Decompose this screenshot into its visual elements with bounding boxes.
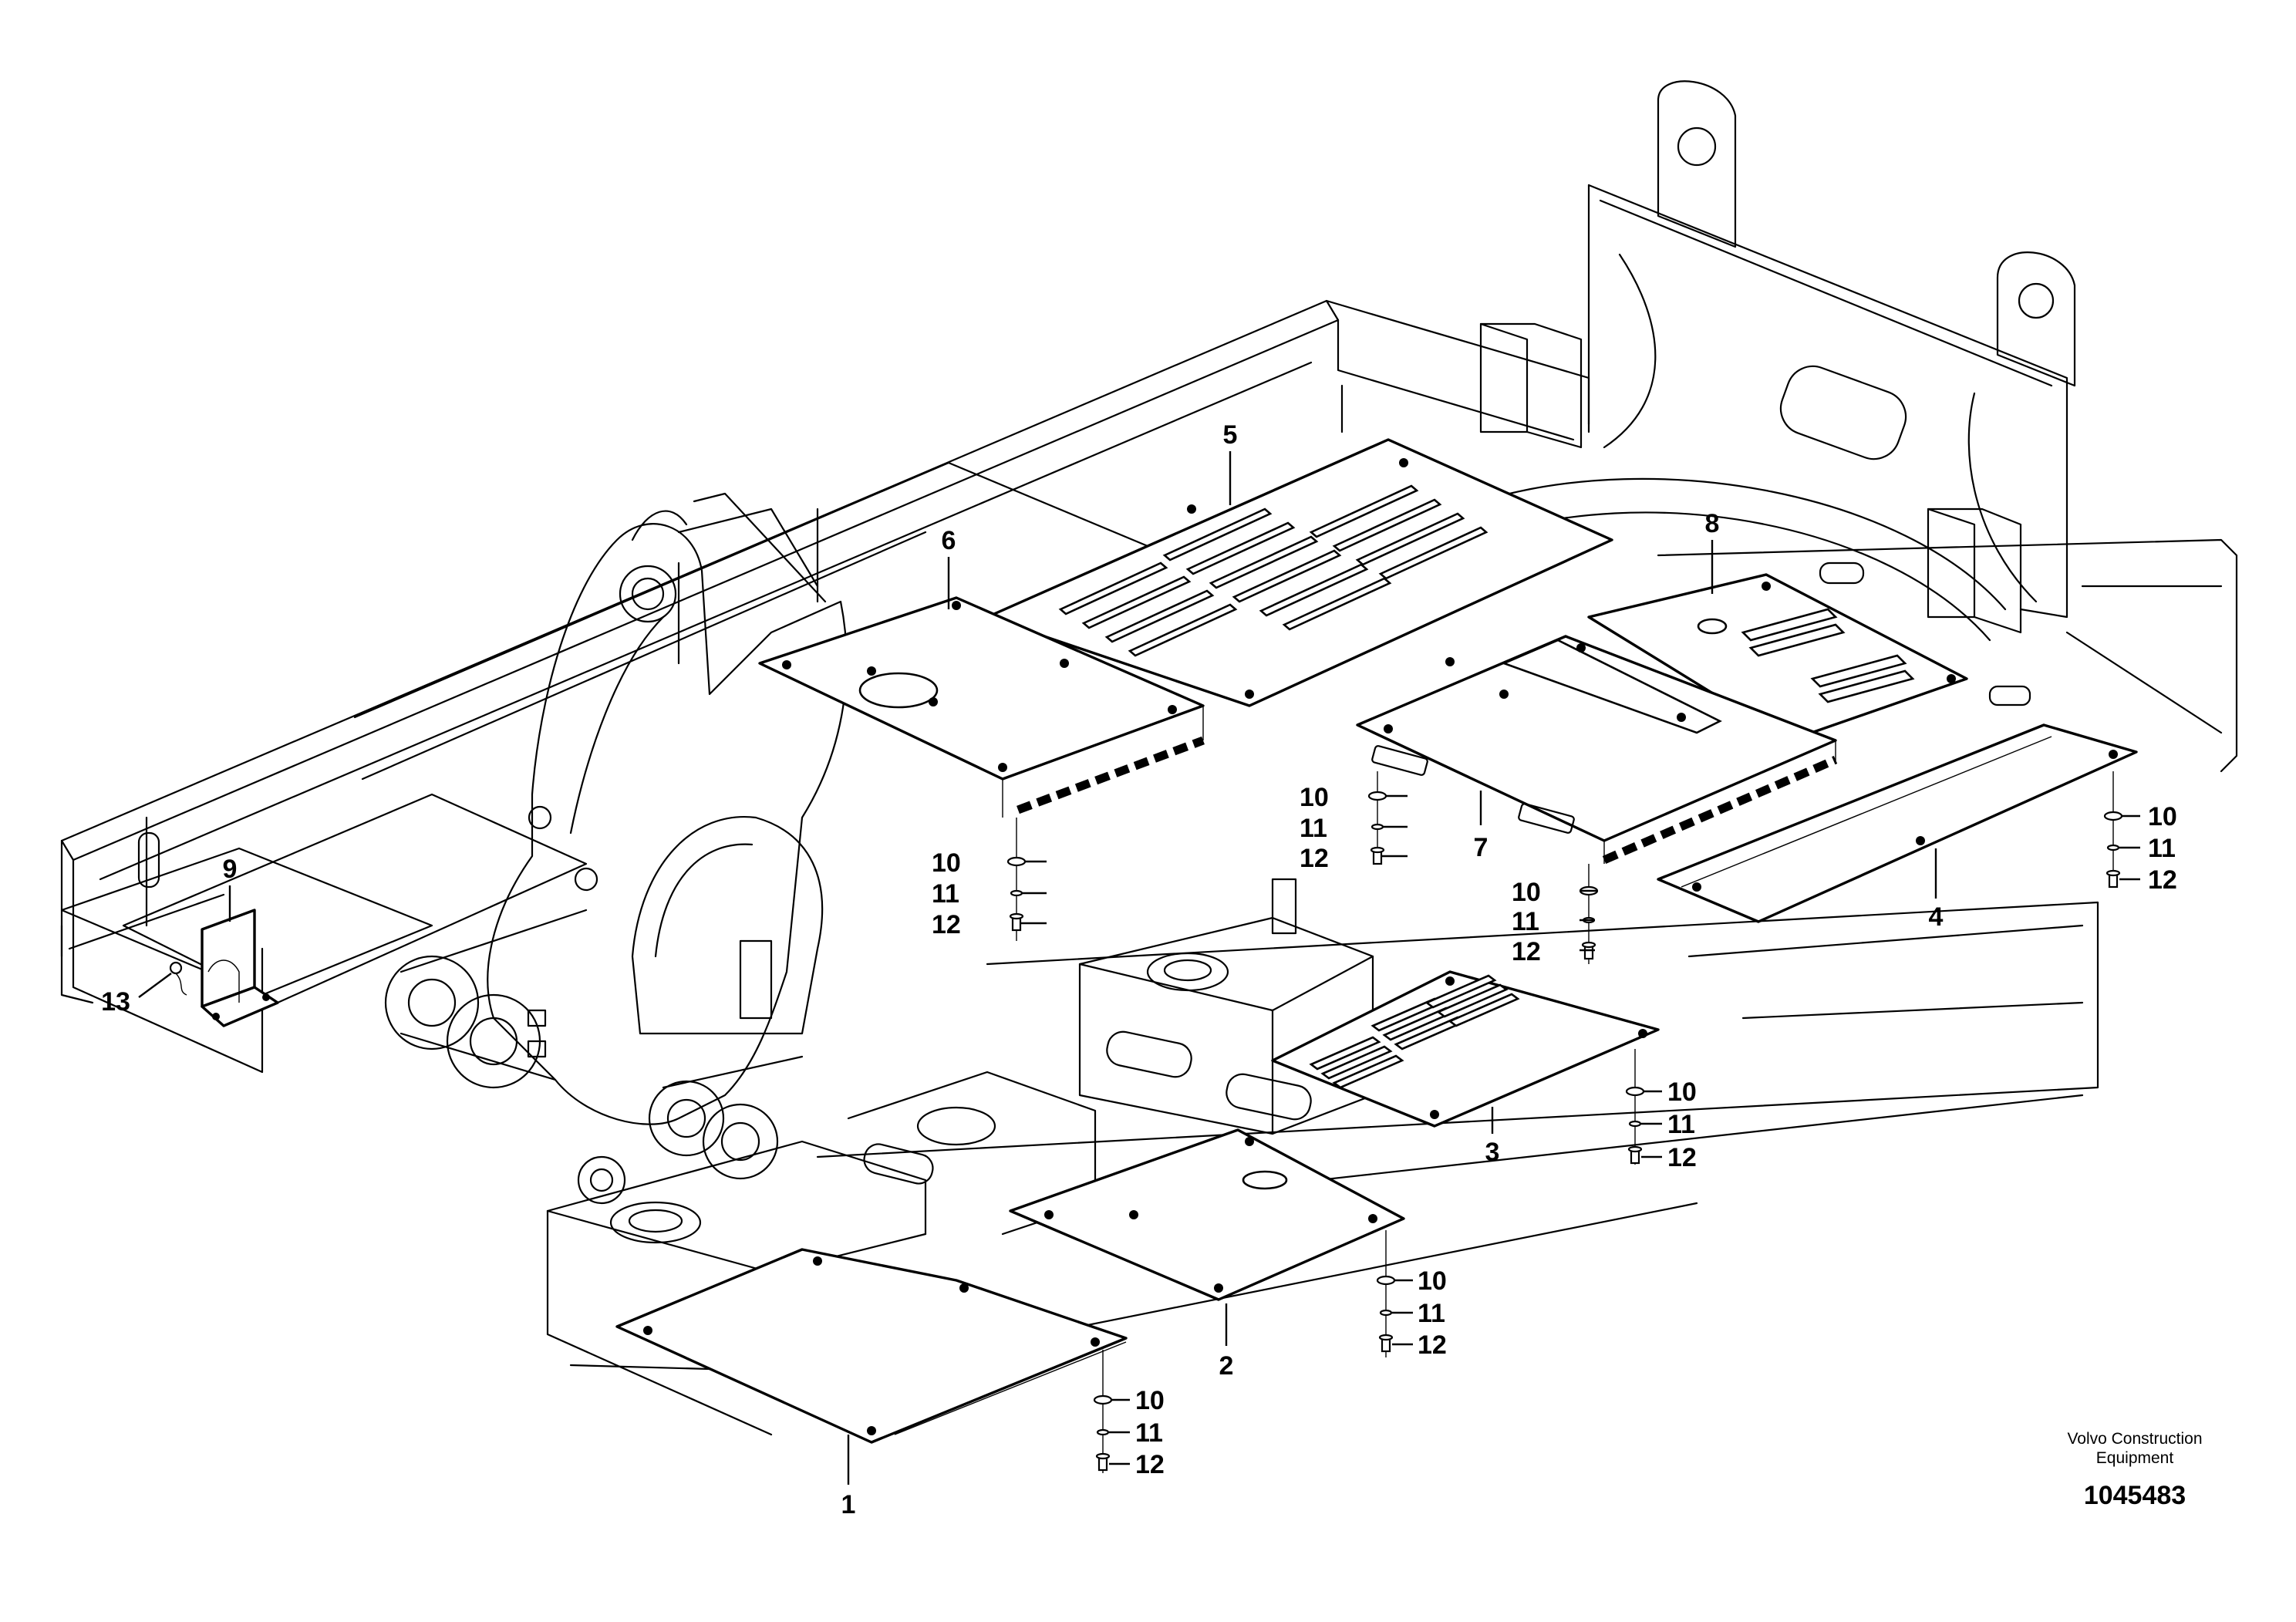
hw-b-screw: 12 — [1300, 844, 1329, 873]
hw-d-screw: 12 — [2148, 865, 2177, 895]
hw-e-lock-washer: 11 — [1667, 1110, 1695, 1139]
plate-3-slots — [1309, 974, 1520, 1089]
plate-1 — [615, 1248, 1128, 1444]
hardware-stack-b — [1367, 771, 1387, 865]
hw-b-lock-washer: 11 — [1300, 814, 1327, 843]
hw-g-screw: 12 — [1135, 1450, 1165, 1479]
hw-g-washer: 10 — [1135, 1386, 1165, 1415]
hardware-stack-g — [1093, 1350, 1113, 1473]
hw-a-washer: 10 — [932, 848, 961, 878]
callout-7: 7 — [1474, 833, 1489, 862]
plate-8 — [1587, 573, 1968, 742]
drawing-number: 1045483 — [2084, 1481, 2186, 1510]
hw-d-washer: 10 — [2148, 802, 2177, 831]
hw-c-screw: 12 — [1512, 937, 1541, 966]
plate-5 — [986, 438, 1613, 707]
hardware-stack-c — [1579, 864, 1599, 964]
callout-9: 9 — [223, 855, 238, 884]
hw-b-washer: 10 — [1300, 783, 1329, 812]
plate-4 — [1657, 723, 2138, 923]
callout-13: 13 — [101, 987, 130, 1017]
hardware-stack-a — [1006, 818, 1027, 941]
plate-3 — [1271, 970, 1660, 1128]
hw-g-lock-washer: 11 — [1135, 1418, 1163, 1448]
callout-1: 1 — [841, 1490, 856, 1519]
leader-lines — [138, 451, 2140, 1485]
hw-a-lock-washer: 11 — [932, 879, 959, 909]
callout-3: 3 — [1485, 1138, 1500, 1167]
hardware-stack-e — [1625, 1049, 1645, 1165]
plate-2 — [1009, 1128, 1405, 1301]
callout-4: 4 — [1929, 902, 1944, 932]
plate-6 — [758, 596, 1205, 818]
hw-f-screw: 12 — [1418, 1330, 1447, 1360]
hardware-stack-f — [1376, 1230, 1396, 1357]
hw-c-washer: 10 — [1512, 878, 1541, 907]
hw-e-washer: 10 — [1667, 1077, 1697, 1107]
callout-2: 2 — [1219, 1351, 1234, 1381]
hw-f-washer: 10 — [1418, 1266, 1447, 1296]
callout-6: 6 — [942, 526, 956, 555]
hardware-stack-d — [2103, 771, 2123, 889]
clip-13 — [169, 961, 187, 996]
title-block: Volvo Construction Equipment 1045483 — [2067, 1430, 2202, 1510]
hw-f-lock-washer: 11 — [1418, 1299, 1445, 1328]
boom-mount-bracket — [384, 492, 848, 1205]
callout-8: 8 — [1705, 509, 1720, 538]
hw-c-lock-washer: 11 — [1512, 907, 1539, 936]
callout-labels: 5 6 8 7 4 3 2 1 9 13 10 11 12 10 11 12 1… — [101, 420, 2177, 1519]
brand-line-2: Equipment — [2096, 1449, 2174, 1467]
hw-d-lock-washer: 11 — [2148, 834, 2176, 863]
brand-line-1: Volvo Construction — [2067, 1430, 2202, 1448]
bracket-9 — [201, 909, 279, 1027]
plate-7 — [1356, 635, 1838, 865]
plate-5-slots — [1058, 484, 1489, 657]
hw-a-screw: 12 — [932, 910, 961, 939]
callout-5: 5 — [1223, 420, 1238, 450]
hw-e-screw: 12 — [1667, 1143, 1697, 1172]
